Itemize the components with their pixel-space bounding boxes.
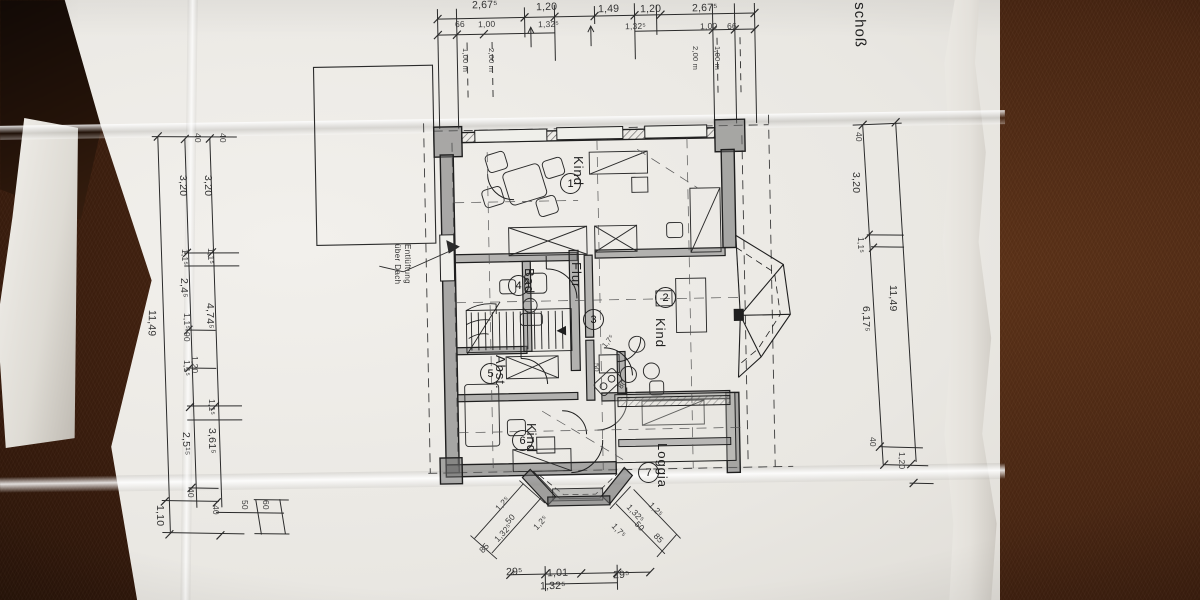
dim-top-minor-2: 1,32⁵ — [537, 18, 560, 30]
dim-left-small-bottom-0: 50 — [240, 500, 250, 510]
dim-left-b-6: 40 — [211, 505, 221, 515]
dim-top-minor-3: 1,32⁵ — [624, 20, 647, 32]
dim-top-major-1: 1,20 — [535, 0, 558, 14]
dim-left-a-0: 3,20 — [177, 175, 189, 197]
dim-top-minor-5: 66 — [726, 20, 737, 32]
dim-left-a-7: 40 — [186, 488, 196, 498]
room-label-4: Bad — [522, 268, 537, 295]
room-label-7: Loggia — [655, 443, 670, 489]
dim-top-vert-3: 1,00 m — [713, 46, 722, 71]
dim-top-major-3: 1,20 — [639, 2, 662, 16]
dim-left-b-3: 1,20 — [190, 356, 200, 374]
furniture — [464, 150, 722, 502]
room-number-3: 3 — [583, 309, 604, 330]
dim-top-minor-1: 1,00 — [477, 18, 496, 30]
dim-top-major-2: 1,49 — [597, 2, 620, 16]
bottom-bay-walls — [521, 466, 634, 507]
bay-diagonal-dimensions — [470, 480, 681, 560]
dim-left-a-1: 1,1⁵ — [180, 249, 190, 266]
bottom-dimension-ladder — [505, 564, 655, 592]
dim-top-vert-2: 2,00 m — [691, 46, 700, 71]
staircase — [465, 301, 573, 355]
dim-left-b-5: 3,61⁵ — [206, 428, 218, 454]
roof-outline-upper-left — [312, 64, 437, 246]
right-dimension-ladder — [852, 117, 934, 488]
axis-grid-dashed — [454, 138, 743, 473]
dim-left-b-2: 4,74⁵ — [204, 303, 216, 329]
room-label-5: Abst. — [493, 355, 508, 390]
dim-right-outer: 11,49 — [887, 285, 899, 312]
dim-top-minor-0: 66 — [454, 18, 465, 30]
dim-left-a-8: 1,10 — [154, 505, 166, 527]
room-number-1: 1 — [560, 173, 581, 194]
dim-right-2: 1,1⁵ — [856, 237, 866, 254]
dim-top-major-4: 2,67⁵ — [691, 1, 718, 15]
ventilation-note: Entlüftung über Dach — [392, 244, 412, 285]
dim-wc-1: 50 — [592, 363, 601, 372]
loggia-area — [614, 391, 737, 464]
dim-left-small-bottom-1: 60 — [261, 500, 271, 510]
dim-top-vert-1: 2,00 m — [487, 48, 496, 73]
room-label-1: Kind — [571, 156, 586, 187]
dim-left-outer: 11,49 — [145, 309, 158, 337]
dim-left-b-1: 1,1⁵ — [206, 248, 216, 265]
dim-bottom-1: 1,01 — [546, 566, 569, 580]
room-number-7: 7 — [638, 462, 659, 483]
dim-left-a-6: 2,5¹⁵ — [180, 432, 192, 456]
dim-right-1: 3,20 — [850, 172, 862, 194]
dim-bottom-0: 29⁵ — [505, 565, 523, 579]
ventilation-note-line-1: Entlüftung — [403, 244, 412, 285]
room-label-3: Flur — [569, 262, 584, 289]
dim-right-5: 1,20 — [897, 452, 907, 470]
dim-left-b-0: 3,20 — [202, 175, 214, 197]
room-number-2: 2 — [655, 287, 676, 308]
room-label-2: Kind — [653, 318, 668, 349]
dim-right-4: 40 — [868, 437, 878, 447]
bay-window-erker — [733, 234, 791, 378]
dim-left-a-2: 2,4⁵ — [178, 278, 190, 298]
room-number-6: 6 — [512, 430, 533, 451]
dim-left-small-top-1: 40 — [218, 133, 228, 143]
dim-left-small-top-0: 40 — [193, 133, 203, 143]
dim-left-a-3: 1,1⁵ — [182, 313, 192, 330]
room-number-5: 5 — [480, 363, 501, 384]
dim-right-0: 40 — [854, 132, 864, 142]
ventilation-note-line-2: über Dach — [393, 244, 402, 285]
sheet-title: schoß — [851, 2, 869, 49]
dim-top-major-0: 2,67⁵ — [471, 0, 498, 12]
left-dimension-ladder — [151, 131, 290, 540]
dim-bottom-2: 29⁵ — [612, 568, 630, 582]
dim-left-a-4: 90 — [182, 332, 192, 342]
dim-top-vert-0: 1,00 m — [461, 48, 470, 73]
ventilation-leader-line — [379, 240, 460, 273]
dim-bottom-sum: 1,32⁵ — [539, 579, 566, 593]
dim-right-3: 6,17⁵ — [860, 306, 872, 332]
room-label-6: Kind — [524, 423, 539, 454]
dim-left-b-4: 1,1⁵ — [207, 399, 217, 416]
room-number-4: 4 — [508, 275, 529, 296]
dim-top-minor-4: 1,00 — [699, 20, 718, 32]
top-dimension-ladder — [433, 2, 760, 130]
